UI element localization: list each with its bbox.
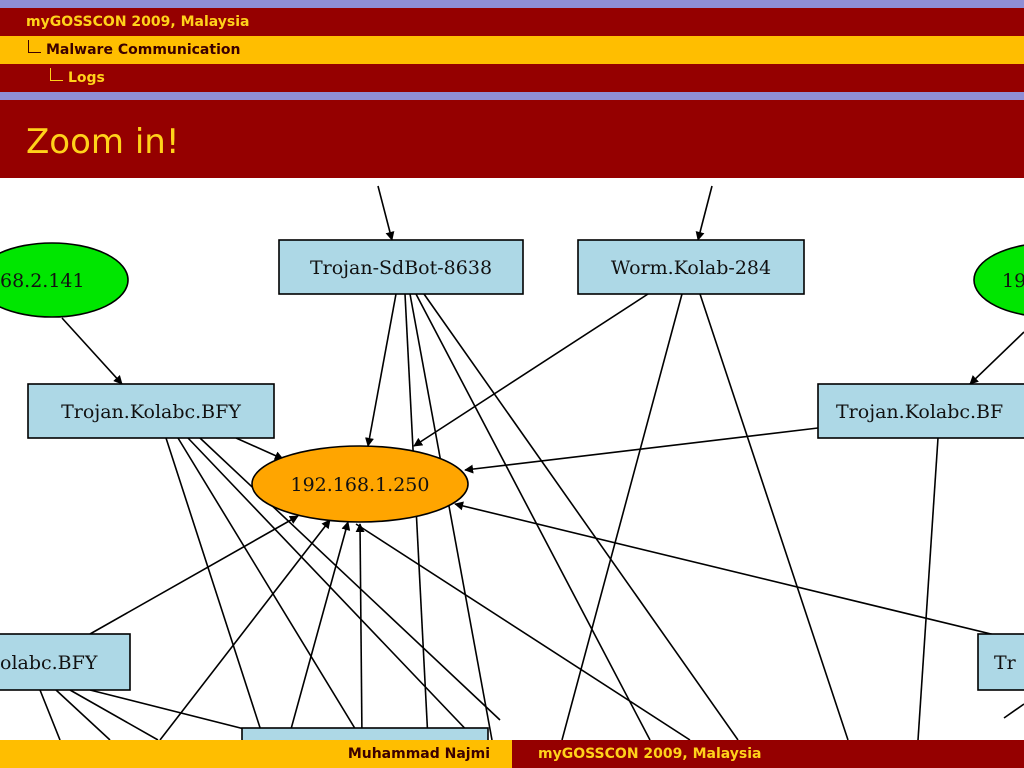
edge bbox=[355, 523, 691, 740]
node-worm-kolab[interactable]: Worm.Kolab-284 bbox=[577, 239, 805, 295]
footer-bar: Muhammad Najmi myGOSSCON 2009, Malaysia bbox=[0, 740, 1024, 768]
edge bbox=[159, 519, 331, 740]
node-trojan-sdbot-label: Trojan-SdBot-8638 bbox=[310, 257, 492, 279]
graph-edges bbox=[39, 185, 1024, 740]
edge bbox=[415, 293, 651, 740]
edge bbox=[413, 293, 649, 447]
edge bbox=[355, 523, 365, 740]
node-trojan-kolabc-right[interactable]: Trojan.Kolabc.BF bbox=[817, 383, 1024, 439]
top-border bbox=[0, 0, 1024, 8]
footer-event: myGOSSCON 2009, Malaysia bbox=[538, 746, 762, 762]
edge bbox=[187, 437, 477, 740]
edge bbox=[177, 437, 363, 740]
footer-author-box: Muhammad Najmi bbox=[0, 740, 512, 768]
node-ip-141[interactable]: 68.2.141 bbox=[0, 242, 129, 318]
footer-author: Muhammad Najmi bbox=[347, 746, 490, 762]
node-lower-center[interactable] bbox=[241, 727, 489, 740]
footer-event-box: myGOSSCON 2009, Malaysia bbox=[512, 740, 1024, 768]
nav-subsection[interactable]: Malware Communication bbox=[0, 36, 1024, 64]
node-trojan-sdbot[interactable]: Trojan-SdBot-8638 bbox=[278, 239, 524, 295]
nav-subsubsection[interactable]: Logs bbox=[0, 64, 1024, 92]
edge bbox=[39, 689, 61, 740]
nav-section[interactable]: myGOSSCON 2009, Malaysia bbox=[0, 8, 1024, 36]
edge bbox=[55, 689, 111, 740]
malware-communication-graph: 68.2.141 19 Trojan-SdBot-8638 Worm.Kolab… bbox=[0, 185, 1024, 740]
node-ip-250[interactable]: 192.168.1.250 bbox=[251, 445, 469, 523]
node-ip-right[interactable]: 19 bbox=[973, 243, 1024, 317]
node-lower-right-label: Tr bbox=[994, 652, 1017, 674]
edge bbox=[969, 331, 1024, 385]
edge bbox=[377, 185, 395, 241]
tree-branch-icon bbox=[28, 40, 41, 53]
edge bbox=[695, 185, 713, 241]
node-trojan-kolabc-right-label: Trojan.Kolabc.BF bbox=[836, 401, 1003, 423]
edge bbox=[699, 293, 849, 740]
node-trojan-kolabc-left[interactable]: Trojan.Kolabc.BFY bbox=[27, 383, 275, 439]
edge bbox=[454, 501, 1024, 643]
node-worm-kolab-label: Worm.Kolab-284 bbox=[611, 257, 771, 279]
edge bbox=[1003, 703, 1024, 719]
nav-subsection-label: Malware Communication bbox=[46, 42, 241, 58]
tree-branch-icon bbox=[50, 68, 63, 81]
nav-subsubsection-label: Logs bbox=[68, 70, 105, 86]
edge bbox=[917, 437, 939, 740]
edge bbox=[89, 515, 299, 635]
edge bbox=[199, 437, 501, 721]
header-divider bbox=[0, 92, 1024, 100]
node-kolabc-lower-left-label: olabc.BFY bbox=[0, 652, 98, 674]
node-kolabc-lower-left[interactable]: olabc.BFY bbox=[0, 633, 131, 691]
edge bbox=[61, 317, 123, 385]
edge bbox=[69, 689, 159, 740]
node-ip-250-label: 192.168.1.250 bbox=[290, 474, 429, 496]
edge bbox=[561, 293, 683, 740]
node-lower-right[interactable]: Tr bbox=[977, 633, 1024, 691]
node-ip-141-label: 68.2.141 bbox=[0, 270, 85, 292]
node-trojan-kolabc-left-label: Trojan.Kolabc.BFY bbox=[61, 401, 241, 423]
edge bbox=[423, 293, 739, 740]
frame-title-bar: Zoom in! bbox=[0, 100, 1024, 178]
edge bbox=[409, 293, 493, 740]
nav-section-label: myGOSSCON 2009, Malaysia bbox=[26, 14, 250, 30]
edge bbox=[287, 521, 351, 740]
edge bbox=[235, 437, 284, 460]
edge bbox=[365, 293, 397, 447]
node-ip-right-label: 19 bbox=[1002, 270, 1024, 292]
edge bbox=[165, 437, 265, 740]
edge bbox=[464, 427, 819, 474]
frame-title: Zoom in! bbox=[26, 122, 180, 162]
